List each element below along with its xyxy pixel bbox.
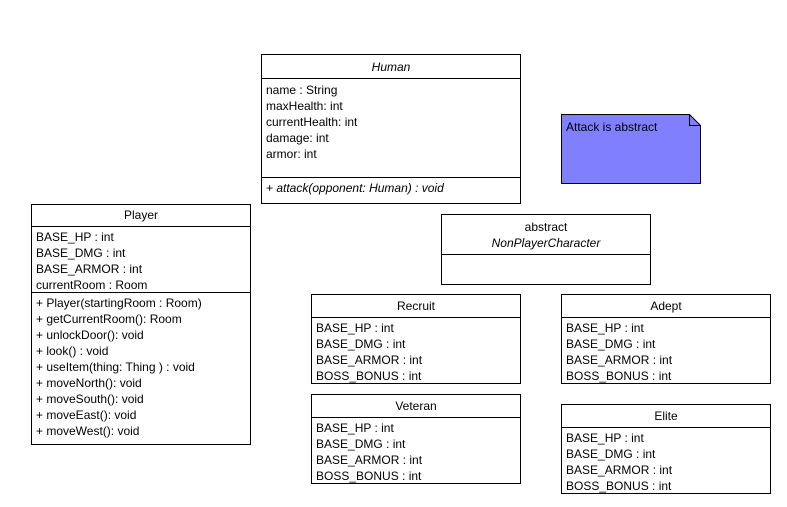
attribute: BASE_DMG : int bbox=[566, 447, 656, 461]
attribute: BASE_ARMOR : int bbox=[316, 353, 423, 367]
attribute: BASE_HP : int bbox=[316, 321, 394, 335]
attributes-compartment: BASE_HP : int BASE_DMG : int BASE_ARMOR … bbox=[312, 318, 520, 386]
attribute: name : String bbox=[266, 83, 338, 97]
attribute: currentRoom : Room bbox=[36, 278, 148, 292]
class-name: Veteran bbox=[312, 395, 520, 418]
operation: + moveSouth(): void bbox=[36, 392, 144, 406]
operations-compartment: + attack(opponent: Human) : void bbox=[262, 178, 520, 198]
attribute: armor: int bbox=[266, 147, 317, 161]
class-player[interactable]: Player BASE_HP : int BASE_DMG : int BASE… bbox=[31, 204, 251, 445]
attribute: BOSS_BONUS : int bbox=[316, 369, 422, 383]
class-header: abstract NonPlayerCharacter bbox=[442, 215, 650, 255]
attribute: BASE_HP : int bbox=[566, 431, 644, 445]
attribute: damage: int bbox=[266, 131, 329, 145]
operation: + useItem(thing: Thing ) : void bbox=[36, 360, 195, 374]
operation: + attack(opponent: Human) : void bbox=[266, 181, 444, 195]
attribute: BASE_ARMOR : int bbox=[36, 262, 143, 276]
class-name: Human bbox=[262, 55, 520, 79]
attribute: BOSS_BONUS : int bbox=[566, 369, 672, 383]
attributes-compartment: name : String maxHealth: int currentHeal… bbox=[262, 79, 520, 178]
operation: + Player(startingRoom : Room) bbox=[36, 296, 202, 310]
attributes-compartment: BASE_HP : int BASE_DMG : int BASE_ARMOR … bbox=[562, 318, 770, 386]
attribute: BASE_ARMOR : int bbox=[566, 463, 673, 477]
class-name: NonPlayerCharacter bbox=[491, 236, 601, 250]
attribute: BASE_DMG : int bbox=[566, 337, 656, 351]
operation: + moveNorth(): void bbox=[36, 376, 142, 390]
class-non-player-character[interactable]: abstract NonPlayerCharacter bbox=[441, 214, 651, 285]
class-elite[interactable]: Elite BASE_HP : int BASE_DMG : int BASE_… bbox=[561, 404, 771, 494]
attribute: BASE_ARMOR : int bbox=[316, 453, 423, 467]
attribute: BASE_HP : int bbox=[36, 230, 114, 244]
attributes-compartment: BASE_HP : int BASE_DMG : int BASE_ARMOR … bbox=[32, 227, 250, 293]
class-recruit[interactable]: Recruit BASE_HP : int BASE_DMG : int BAS… bbox=[311, 294, 521, 384]
attribute: maxHealth: int bbox=[266, 99, 343, 113]
class-name: Recruit bbox=[312, 295, 520, 318]
attributes-compartment: BASE_HP : int BASE_DMG : int BASE_ARMOR … bbox=[562, 428, 770, 496]
attribute: BASE_ARMOR : int bbox=[566, 353, 673, 367]
class-stereotype: abstract bbox=[524, 220, 568, 234]
class-veteran[interactable]: Veteran BASE_HP : int BASE_DMG : int BAS… bbox=[311, 394, 521, 484]
attribute: BASE_HP : int bbox=[566, 321, 644, 335]
class-adept[interactable]: Adept BASE_HP : int BASE_DMG : int BASE_… bbox=[561, 294, 771, 384]
attribute: BASE_DMG : int bbox=[36, 246, 126, 260]
operation: + moveEast(): void bbox=[36, 408, 137, 422]
attribute: currentHealth: int bbox=[266, 115, 358, 129]
class-name: Player bbox=[32, 205, 250, 227]
class-name: Adept bbox=[562, 295, 770, 318]
operation: + unlockDoor(): void bbox=[36, 328, 144, 342]
operation: + getCurrentRoom(): Room bbox=[36, 312, 182, 326]
class-human[interactable]: Human name : String maxHealth: int curre… bbox=[261, 54, 521, 204]
operation: + look() : void bbox=[36, 344, 109, 358]
note-shape bbox=[561, 114, 701, 184]
attribute: BASE_DMG : int bbox=[316, 337, 406, 351]
attribute: BOSS_BONUS : int bbox=[316, 469, 422, 483]
operation: + moveWest(): void bbox=[36, 424, 140, 438]
attributes-compartment: BASE_HP : int BASE_DMG : int BASE_ARMOR … bbox=[312, 418, 520, 486]
note-text: Attack is abstract bbox=[566, 120, 658, 134]
operations-compartment: + Player(startingRoom : Room) + getCurre… bbox=[32, 293, 250, 441]
attribute: BASE_DMG : int bbox=[316, 437, 406, 451]
attribute: BASE_HP : int bbox=[316, 421, 394, 435]
note[interactable]: Attack is abstract bbox=[561, 114, 701, 184]
attribute: BOSS_BONUS : int bbox=[566, 479, 672, 493]
class-name: Elite bbox=[562, 405, 770, 428]
